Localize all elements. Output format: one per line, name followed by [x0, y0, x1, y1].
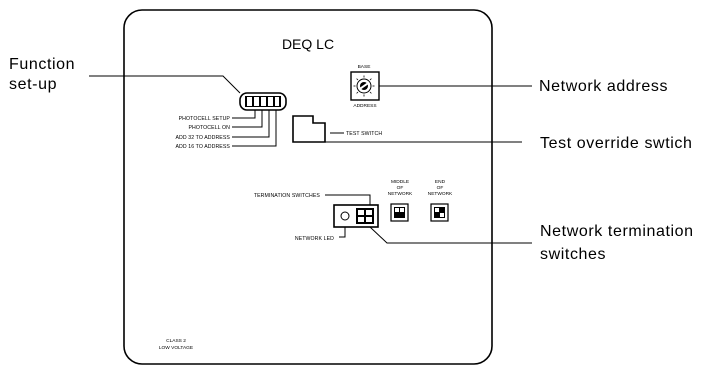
callout-termination-leader	[369, 226, 532, 244]
class-label-line2: LOW VOLTAGE	[159, 345, 193, 351]
class-label-line1: CLASS 2	[166, 338, 186, 344]
termination-header-label: TERMINATION SWITCHES	[254, 193, 321, 199]
middle-of-network-line2: OF	[397, 185, 404, 191]
dip-label-add-16: ADD 16 TO ADDRESS	[175, 144, 230, 150]
network-led-label: NETWORK LED	[295, 236, 334, 242]
end-of-network-line1: END	[435, 179, 446, 185]
callout-network-address: Network address	[539, 78, 668, 95]
dip-label-photocell-setup: PHOTOCELL SETUP	[179, 116, 231, 122]
dip-switch-toggle	[275, 97, 279, 106]
network-led-icon	[340, 211, 350, 221]
end-of-network-switch-icon	[430, 203, 449, 222]
test-switch-shape	[292, 115, 326, 143]
middle-of-network-switch-icon	[390, 203, 409, 222]
termination-header-leader	[325, 194, 371, 205]
callout-termination-line2: switches	[540, 246, 606, 263]
callout-function-line1: Function	[9, 56, 75, 73]
middle-of-network-line3: NETWORK	[388, 191, 413, 197]
end-of-network-line2: OF	[437, 185, 444, 191]
dip-switch-block	[239, 92, 287, 111]
dip-label-photocell-on: PHOTOCELL ON	[188, 125, 230, 131]
rotary-dial-icon	[353, 75, 375, 97]
callout-function-leader	[89, 75, 241, 94]
dip-label-add-32: ADD 32 TO ADDRESS	[175, 135, 230, 141]
dip-switch-leaders	[232, 110, 277, 147]
end-of-network-line3: NETWORK	[428, 191, 453, 197]
dip-switch-toggle	[247, 97, 252, 106]
dip-switch-toggle	[261, 97, 266, 106]
panel-outline	[123, 9, 493, 365]
network-led-leader	[339, 227, 346, 238]
rotary-bottom-label: ADDRESS	[353, 103, 376, 109]
rotary-top-label: BASE	[358, 64, 371, 70]
middle-of-network-line1: MIDDLE	[391, 179, 409, 185]
panel-title: DEQ LC	[282, 36, 334, 52]
termination-dip-switch	[356, 208, 374, 224]
test-switch-label: TEST SWITCH	[346, 131, 382, 137]
callout-function-line2: set-up	[9, 76, 57, 93]
callout-test-override: Test override swtich	[540, 135, 693, 152]
dip-switch-toggle	[268, 97, 273, 106]
dip-switch-toggle	[254, 97, 259, 106]
callout-termination-line1: Network termination	[540, 223, 694, 240]
